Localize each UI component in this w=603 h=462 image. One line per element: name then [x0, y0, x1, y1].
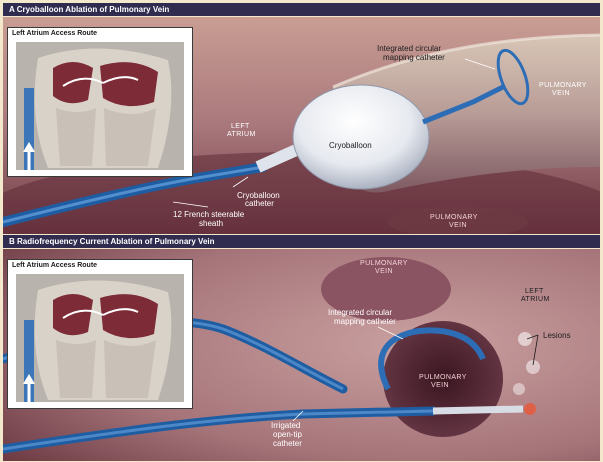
label-vein-lower: VEIN	[449, 221, 467, 230]
heart-inset-illustration	[8, 260, 192, 408]
label-mapping-catheter: mapping catheter	[383, 53, 445, 62]
heart-inset-illustration	[8, 28, 192, 176]
label-sheath-2: sheath	[199, 219, 223, 228]
label-atrium: ATRIUM	[227, 130, 256, 139]
panel-b: Left Atrium Access Route PULMONARY VEIN …	[3, 249, 600, 461]
label-integrated-circular: Integrated circular	[377, 44, 441, 53]
label-mapping-catheter: mapping catheter	[334, 317, 396, 326]
panel-a-inset: Left Atrium Access Route	[7, 27, 193, 177]
inset-title: Left Atrium Access Route	[12, 30, 97, 37]
label-cryoballoon-catheter-2: catheter	[245, 199, 274, 208]
label-lesions: Lesions	[543, 331, 571, 340]
inset-title: Left Atrium Access Route	[12, 262, 97, 269]
panel-a-header: A Cryoballoon Ablation of Pulmonary Vein	[3, 3, 600, 16]
label-open-tip: open-tip	[273, 430, 302, 439]
label-vein-center: VEIN	[431, 381, 449, 390]
panel-a: Left Atrium Access Route Integrated circ…	[3, 17, 600, 234]
panel-b-header: B Radiofrequency Current Ablation of Pul…	[3, 235, 600, 248]
label-atrium: ATRIUM	[521, 295, 550, 304]
label-sheath-1: 12 French steerable	[173, 210, 244, 219]
label-integrated-circular: Integrated circular	[328, 308, 392, 317]
label-cryoballoon: Cryoballoon	[329, 141, 372, 150]
label-catheter: catheter	[273, 439, 302, 448]
label-vein-upper: VEIN	[375, 267, 393, 276]
label-vein-upper: VEIN	[552, 89, 570, 98]
panel-b-inset: Left Atrium Access Route	[7, 259, 193, 409]
label-irrigated: Irrigated	[271, 421, 300, 430]
